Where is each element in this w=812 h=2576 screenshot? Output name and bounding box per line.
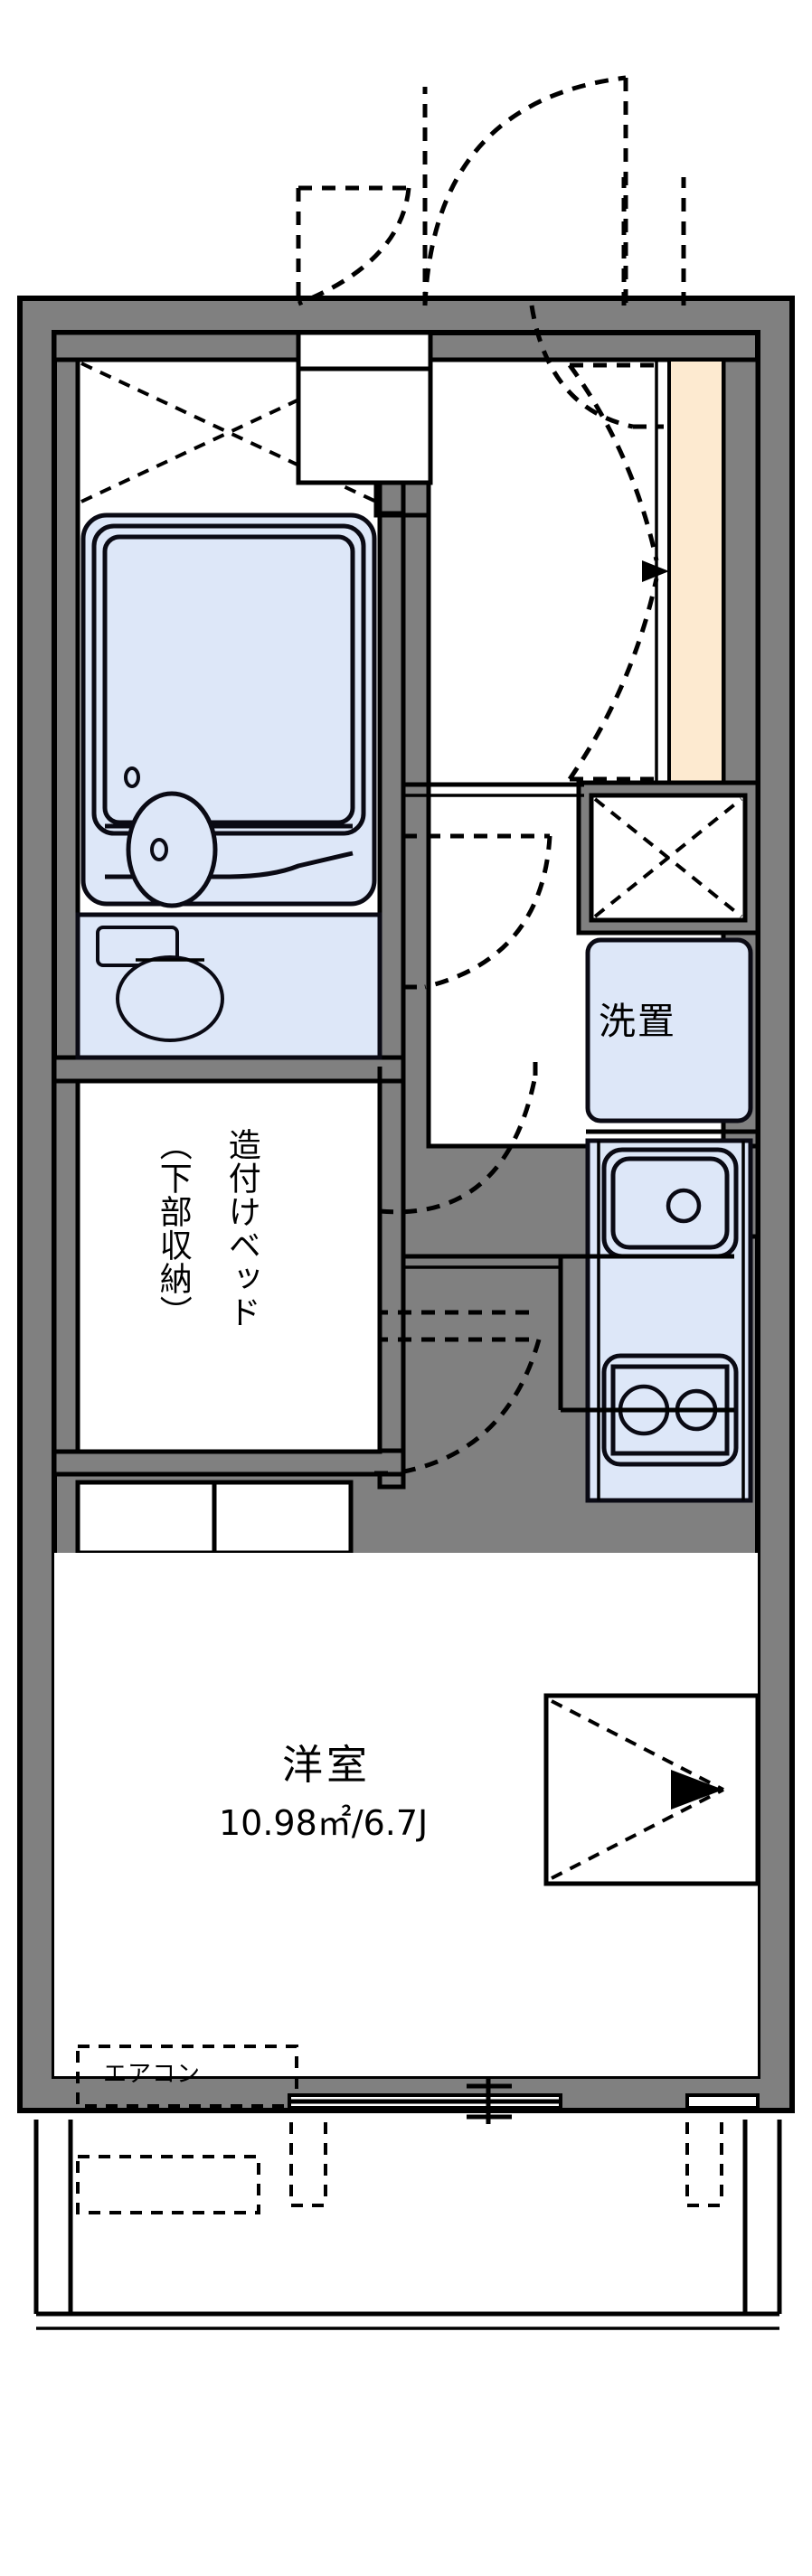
sliding-door-symbol: [374, 1310, 542, 1476]
interior-door-swings: [374, 833, 734, 1476]
washer-space: [585, 937, 753, 1123]
built-in-bed-label: 造付けベッド: [222, 1128, 260, 1329]
balcony-area: [33, 2079, 782, 2330]
bath-door-swing: [403, 833, 552, 990]
shoe-closet: [576, 780, 760, 935]
toilet-fixture: [75, 912, 382, 1060]
lower-storage-label: （下部収納）: [154, 1128, 192, 1329]
built-in-bed-block: [75, 1078, 382, 1454]
exterior-top-door-swings: [296, 75, 686, 429]
entry-door-swing: [567, 362, 669, 782]
entry-step: [296, 330, 433, 518]
top-door-swing-left: [296, 185, 411, 306]
main-room-closet: [543, 1693, 760, 1886]
bed-lower-cabinet: [75, 1480, 354, 1556]
entry-door-swing-top: [529, 305, 664, 429]
top-door-swing-right: [422, 75, 628, 306]
aircon-label: エアコン: [103, 2061, 202, 2088]
main-room-name-label: 洋室: [282, 1741, 372, 1789]
entrance-area: [296, 330, 760, 1149]
kitchen-area: [585, 937, 758, 1503]
washbasin-fixture: [105, 791, 354, 908]
kitchen-counter: [585, 1138, 753, 1503]
main-room-area-label: 10.98㎡/6.7J: [219, 1803, 429, 1843]
washer-space-label: 洗置: [599, 1000, 676, 1043]
